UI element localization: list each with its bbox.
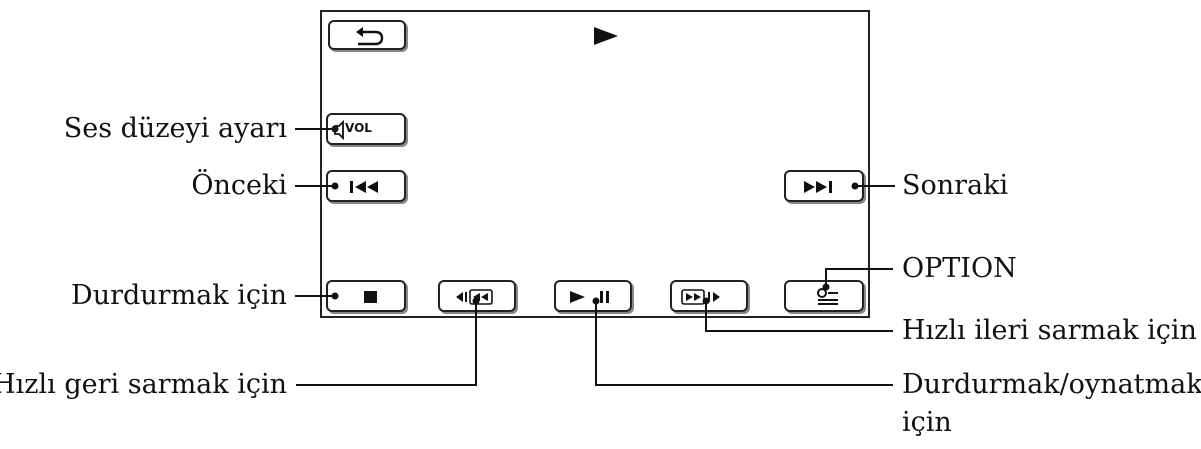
label-previous: Önceki xyxy=(191,170,287,201)
label-option: OPTION xyxy=(902,253,1017,284)
option-icon xyxy=(817,288,838,305)
speaker-icon xyxy=(334,119,344,141)
label-fast-forward: Hızlı ileri sarmak için xyxy=(902,315,1197,346)
label-next: Sonraki xyxy=(902,170,1009,201)
fast-forward-icon xyxy=(681,289,720,305)
play-status-icon xyxy=(594,27,618,45)
skip-previous-icon xyxy=(350,181,378,193)
stop-icon xyxy=(364,291,377,303)
back-button[interactable] xyxy=(328,20,406,50)
label-stop: Durdurmak için xyxy=(71,280,287,311)
vol-text: VOL xyxy=(345,121,372,135)
label-play-pause-line1: Durdurmak/oynatmak xyxy=(902,369,1201,400)
play-pause-button[interactable] xyxy=(554,280,632,312)
stop-button[interactable] xyxy=(326,280,406,312)
label-volume: Ses düzeyi ayarı xyxy=(63,113,287,144)
back-arrow-icon xyxy=(356,27,384,46)
volume-button[interactable]: VOL xyxy=(326,113,406,145)
fast-forward-button[interactable] xyxy=(670,280,748,312)
skip-next-icon xyxy=(804,181,832,193)
device-screen xyxy=(320,10,870,318)
play-pause-icon xyxy=(570,291,609,303)
label-play-pause-line2: için xyxy=(902,407,952,438)
label-rewind: Hızlı geri sarmak için xyxy=(0,369,287,400)
